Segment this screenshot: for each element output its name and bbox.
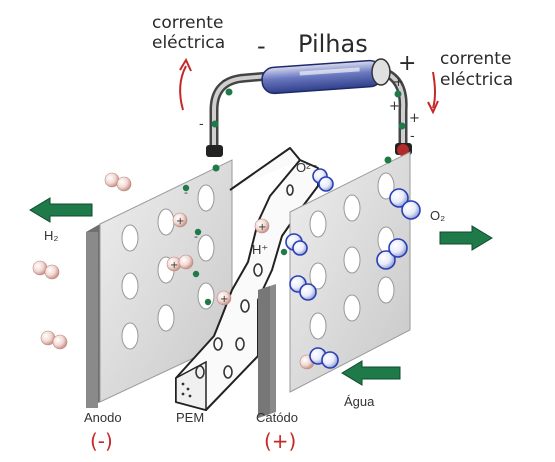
cathode-plate [289,151,411,393]
o2-flow-arrow [439,225,493,251]
svg-text:+: + [389,99,400,114]
svg-text:-: - [194,230,198,243]
anode-electrode [86,224,100,408]
label-cathode: Catódo [256,410,298,425]
svg-text:+: + [170,260,178,271]
svg-text:-: - [184,186,188,199]
cathode-electrode [258,284,276,418]
svg-text:-: - [410,129,415,144]
electron-minus-marks: - - [184,186,198,243]
proton-marks: + + + + [170,216,266,305]
svg-text:+: + [409,111,420,126]
label-o2-minus: O²⁻ [296,160,317,175]
battery-minus-sign: - [257,32,266,60]
current-arrow-left [179,57,192,111]
wire-sign-marks: - - + + + - [199,73,420,144]
label-anode-sign: (-) [90,429,113,453]
battery-plus-sign: + [398,51,416,76]
current-label-right-line2: eléctrica [440,70,513,90]
current-label-left-line2: eléctrica [152,33,225,53]
title-pilhas: Pilhas [298,30,368,58]
anode-plate [99,159,233,403]
current-arrow-right [427,71,439,115]
svg-text:-: - [222,73,227,88]
label-cathode-sign: (+) [264,429,296,453]
water-flow-arrow [341,360,401,386]
svg-text:+: + [176,216,184,227]
label-pem: PEM [176,410,204,425]
h2-flow-arrow [29,197,93,223]
battery [261,58,391,95]
label-water: Água [344,394,375,409]
svg-text:+: + [220,294,228,305]
wire-electrons [211,88,406,130]
current-label-left-line1: corrente [152,13,223,33]
current-label-right-line1: corrente [440,49,511,69]
anode-electrons [182,156,392,306]
label-o2: O₂ [430,208,445,223]
label-h2: H₂ [44,228,58,243]
svg-text:+: + [393,75,404,90]
label-anode: Anodo [84,410,122,425]
svg-text:+: + [258,222,266,233]
oxygen-molecules [285,168,421,369]
svg-text:-: - [199,117,204,132]
label-h-plus: H⁺ [252,242,268,257]
